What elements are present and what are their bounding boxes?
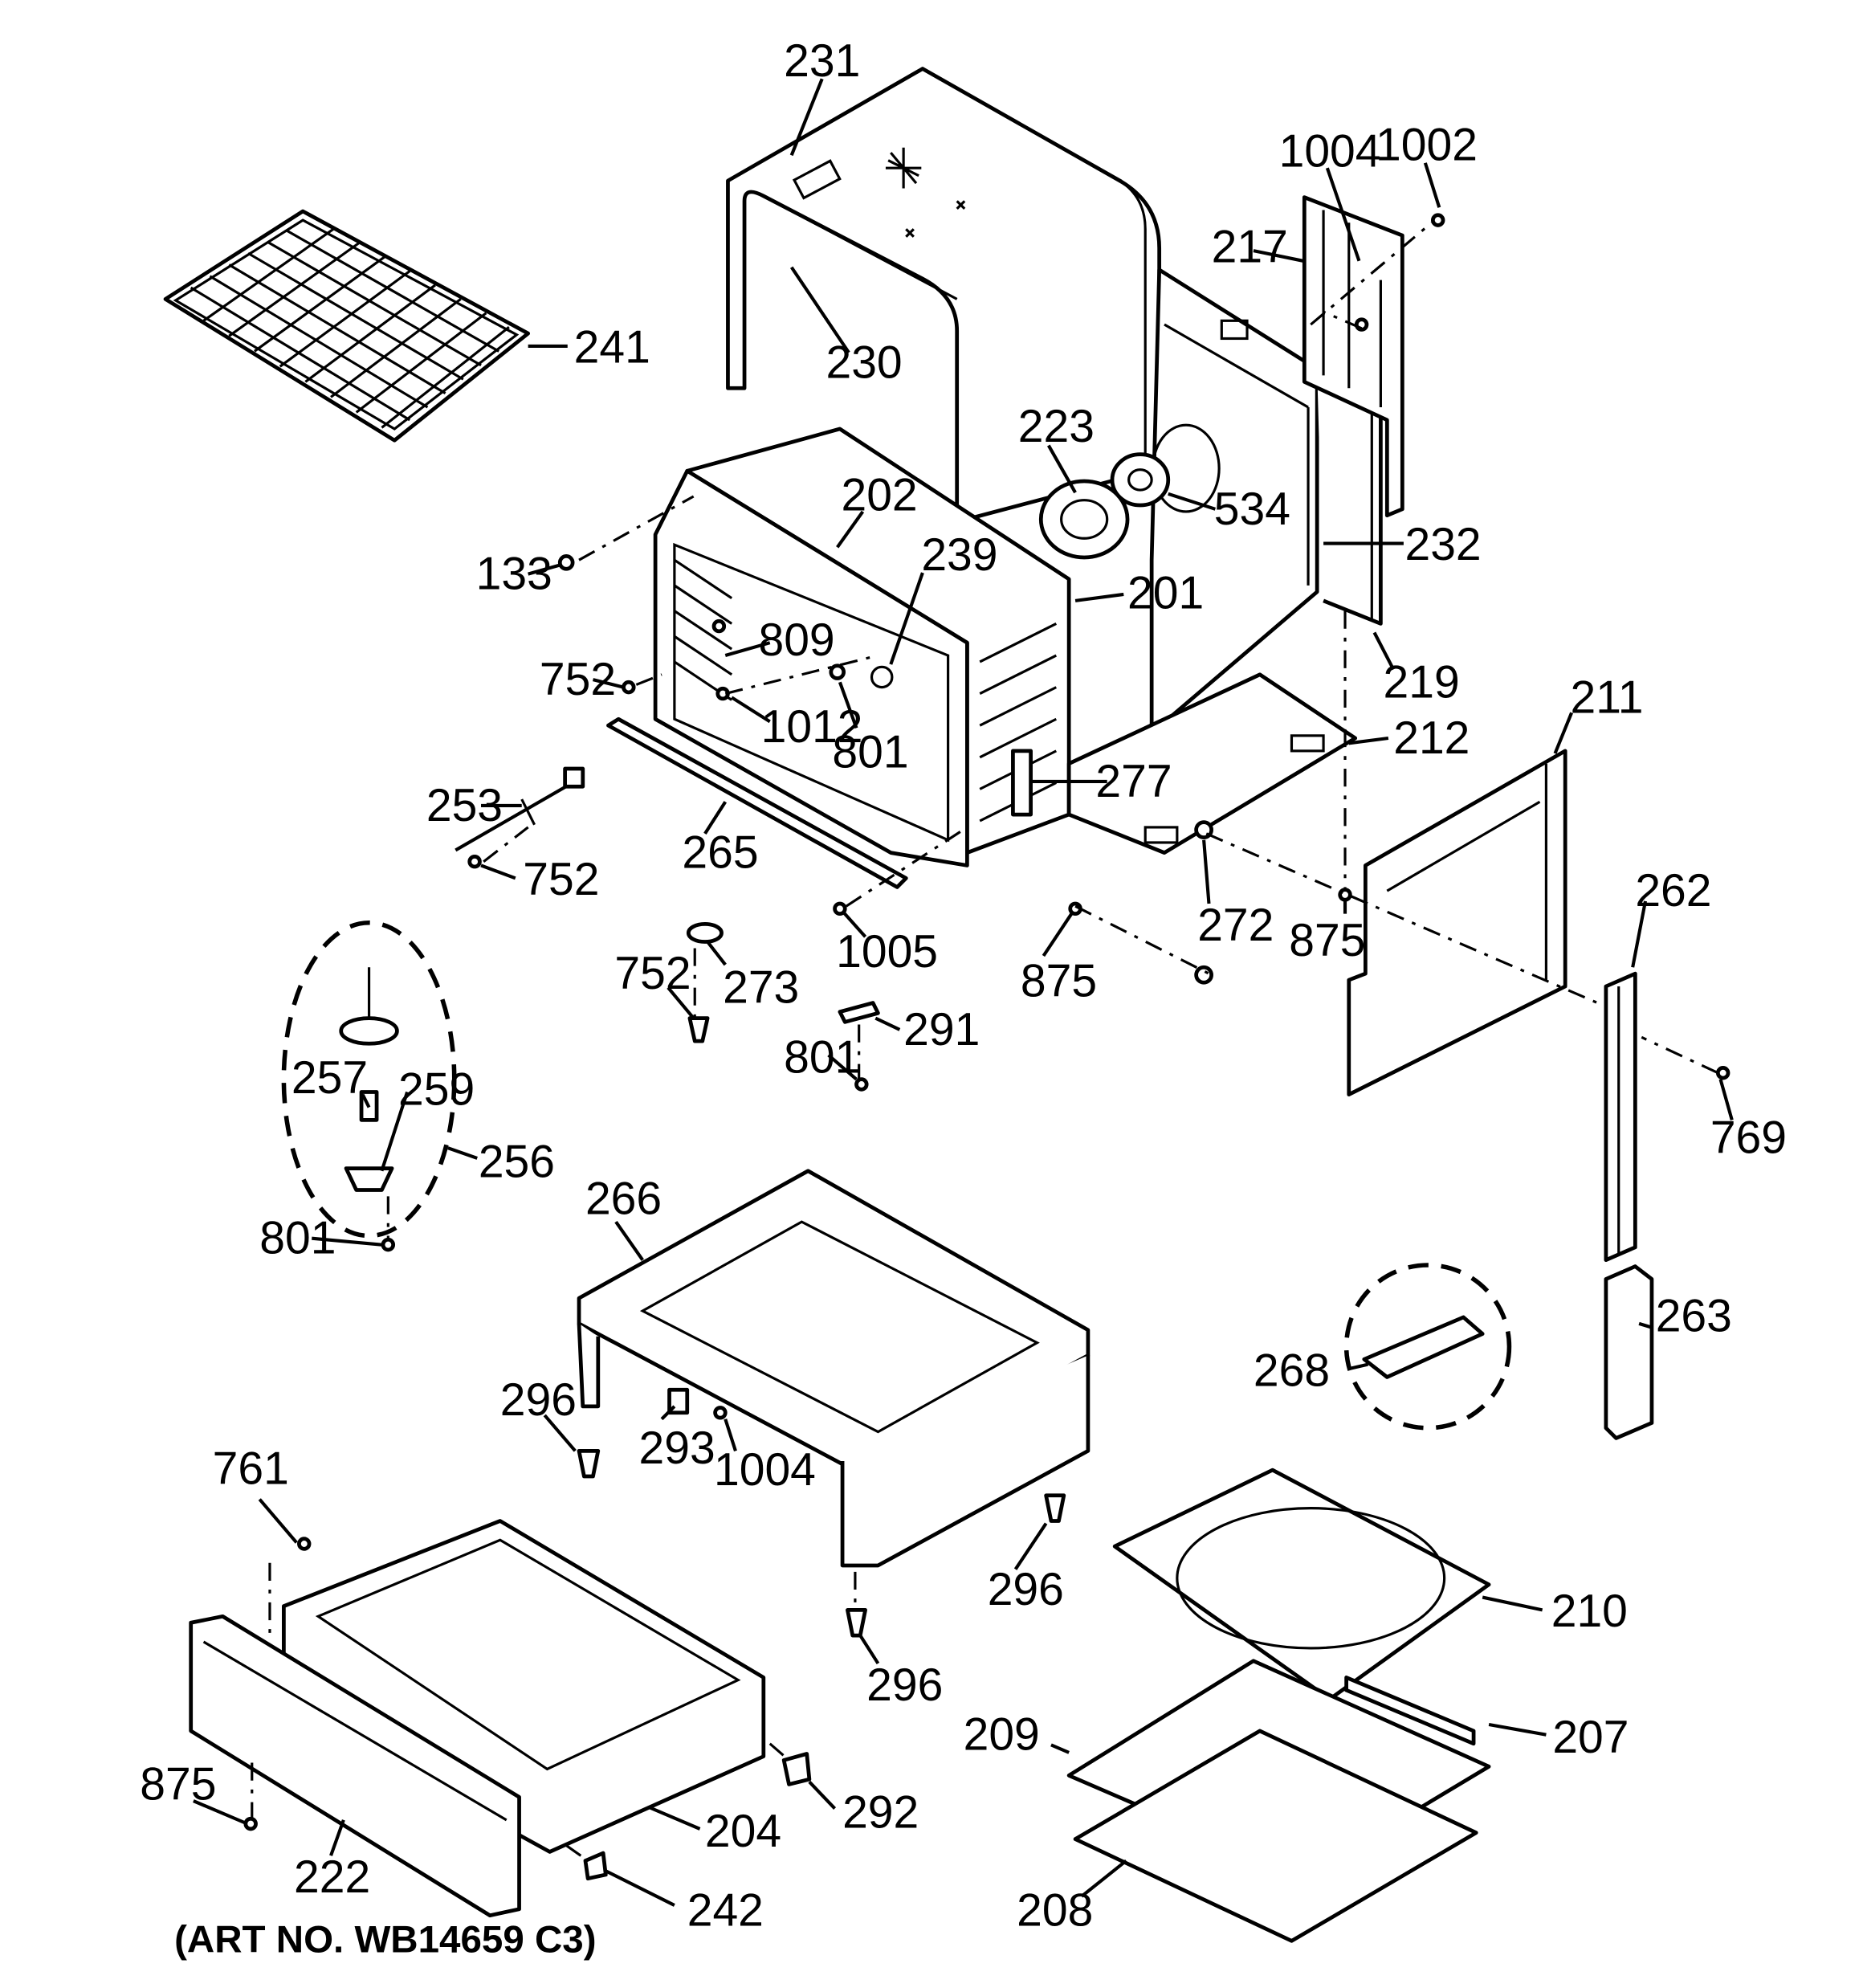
callout-1004: 1004 — [714, 1444, 816, 1496]
cavity-bottom-212 — [1066, 672, 1358, 855]
callout-875: 875 — [1289, 915, 1365, 966]
convection-fan-223 — [1038, 479, 1130, 560]
callout-273: 273 — [723, 962, 799, 1014]
callout-801: 801 — [784, 1032, 860, 1084]
callout-219: 219 — [1384, 656, 1460, 708]
callout-257: 257 — [291, 1052, 368, 1104]
callout-253: 253 — [426, 780, 503, 831]
callout-202: 202 — [841, 469, 917, 520]
door-hinge-277 — [1011, 749, 1033, 817]
door-seal-strip-265 — [606, 716, 908, 889]
callout-239: 239 — [921, 529, 997, 581]
callout-296: 296 — [500, 1374, 577, 1426]
callout-262: 262 — [1635, 865, 1711, 916]
callout-752: 752 — [540, 654, 616, 705]
callout-801: 801 — [259, 1213, 336, 1264]
drawer-front-222 — [189, 1614, 521, 1918]
callout-1005: 1005 — [836, 926, 938, 978]
callout-232: 232 — [1405, 519, 1482, 570]
callout-259: 259 — [398, 1063, 475, 1115]
outer-wrap-231 — [726, 67, 1162, 525]
callout-293: 293 — [639, 1423, 715, 1474]
callout-231: 231 — [784, 35, 860, 87]
callout-272: 272 — [1197, 900, 1274, 951]
callout-263: 263 — [1656, 1290, 1732, 1341]
callout-296: 296 — [988, 1564, 1064, 1615]
callout-211: 211 — [1571, 672, 1644, 723]
callout-labels: 231 230 241 1004 1002 217 223 534 232 21… — [140, 35, 1787, 1936]
callout-752: 752 — [523, 854, 599, 905]
oven-cavity-201 — [653, 427, 1071, 867]
drawer-chassis-266 — [577, 1169, 1090, 1568]
assembly-lines — [251, 222, 1719, 1862]
callout-769: 769 — [1710, 1112, 1787, 1164]
callout-133: 133 — [476, 549, 552, 600]
callout-209: 209 — [964, 1709, 1040, 1761]
probe-253 — [455, 766, 585, 852]
callout-277: 277 — [1095, 756, 1172, 807]
callout-875: 875 — [1021, 956, 1097, 1007]
callout-230: 230 — [826, 337, 902, 389]
callout-201: 201 — [1127, 567, 1204, 618]
callout-256: 256 — [479, 1137, 555, 1188]
art-number: (ART NO. WB14659 C3) — [174, 1919, 596, 1961]
callout-265: 265 — [682, 827, 758, 879]
callout-210: 210 — [1551, 1586, 1628, 1637]
side-trim-262 — [1604, 971, 1637, 1263]
callout-534: 534 — [1214, 484, 1290, 535]
callout-217: 217 — [1212, 221, 1288, 272]
side-panel-211 — [1347, 749, 1567, 1097]
callout-242: 242 — [687, 1884, 764, 1936]
callout-761: 761 — [213, 1443, 289, 1495]
callout-1012: 1012 — [761, 701, 863, 753]
callout-207: 207 — [1552, 1712, 1629, 1763]
callout-266: 266 — [585, 1174, 662, 1225]
mat-208 — [1073, 1729, 1478, 1943]
hinge-detail-268 — [1343, 1263, 1512, 1431]
callout-204: 204 — [705, 1806, 781, 1857]
rear-panel-232 — [1149, 267, 1319, 736]
fan-motor-534 — [1110, 452, 1171, 508]
rail-207 — [1344, 1676, 1476, 1746]
callout-292: 292 — [842, 1786, 919, 1838]
callout-1004: 1004 — [1279, 126, 1381, 178]
hardware-parts — [243, 213, 1731, 1881]
callout-208: 208 — [1017, 1884, 1093, 1936]
callout-291: 291 — [903, 1004, 980, 1055]
side-trim-263 — [1604, 1264, 1654, 1440]
callout-296: 296 — [866, 1659, 943, 1711]
callout-809: 809 — [758, 614, 834, 666]
callout-268: 268 — [1254, 1345, 1330, 1397]
rear-bracket-219 — [1316, 367, 1383, 626]
leader-lines — [193, 78, 1734, 1907]
oven-rack-241 — [163, 209, 531, 443]
callout-223: 223 — [1018, 401, 1095, 452]
cover-210 — [1112, 1468, 1491, 1701]
side-bracket-217 — [1302, 195, 1404, 518]
callout-875: 875 — [140, 1758, 216, 1810]
callout-1002: 1002 — [1376, 120, 1478, 171]
callout-212: 212 — [1393, 712, 1470, 764]
callout-222: 222 — [294, 1851, 370, 1903]
callout-752: 752 — [614, 948, 691, 999]
callout-801: 801 — [832, 726, 908, 778]
callout-241: 241 — [574, 322, 650, 374]
